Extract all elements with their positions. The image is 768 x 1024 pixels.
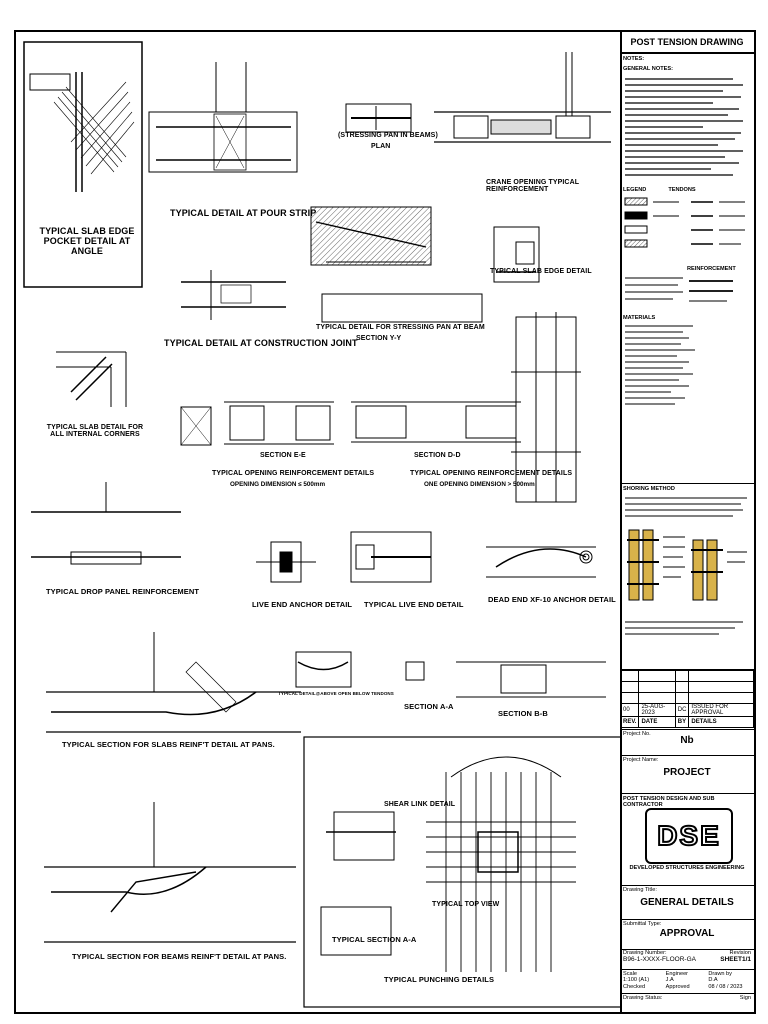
title-beam-pans: TYPICAL SECTION FOR BEAMS REINF'T DETAIL… (72, 952, 287, 961)
rev-desc: ISSUED FOR APPROVAL (688, 703, 754, 717)
drawing-title: GENERAL DETAILS (640, 897, 734, 909)
approved-label: Approved (665, 983, 690, 990)
detail-linework (23, 41, 620, 1008)
company-logo: DSE (645, 808, 733, 864)
reinforcement-lines (625, 276, 733, 302)
tb-drawing-title: Drawing Title: GENERAL DETAILS (620, 886, 754, 920)
title-opening-large: TYPICAL OPENING REINFORCEMENT DETAILS (410, 470, 573, 477)
tb-shoring: SHORING METHOD (620, 484, 754, 670)
drawing-title-label: Drawing Title: (623, 887, 657, 893)
project-no: Nb (680, 735, 694, 747)
tb-heading-cell: POST TENSION DRAWING (620, 32, 754, 54)
title-section-bb: SECTION B-B (498, 709, 548, 718)
rev-hdr-no: REV. (619, 716, 640, 728)
title-section-aa: SECTION A-A (404, 702, 454, 711)
title-stressing-pan-plan: (STRESSING PAN IN BEAMS) (338, 132, 438, 139)
title-tendons-below: TYPICAL DETAIL@ABOVE OPEN BELOW TENDONS (278, 691, 394, 696)
title-live-anchor: LIVE END ANCHOR DETAIL (252, 600, 353, 609)
notes-text-lines (625, 78, 743, 176)
tb-heading: POST TENSION DRAWING (630, 37, 744, 47)
subtitle-opening-large: ONE OPENING DIMENSION > 500mm (424, 481, 535, 488)
title-plan: PLAN (371, 143, 391, 150)
title-block: POST TENSION DRAWING NOTES: GENERAL NOTE… (619, 32, 754, 1012)
project-name-label: Project Name: (623, 757, 659, 763)
drawing-area: TYPICAL SLAB EDGE POCKET DETAIL AT ANGLE… (16, 32, 622, 1012)
title-stressing-pan-beam: TYPICAL DETAIL FOR STRESSING PAN AT BEAM (316, 324, 485, 331)
title-slab-pans: TYPICAL SECTION FOR SLABS REINF'T DETAIL… (62, 740, 275, 749)
title-shear-link: SHEAR LINK DETAIL (384, 801, 456, 808)
revision-label: Revision (729, 950, 751, 956)
project-no-label: Project No. (623, 731, 651, 737)
tb-legend-label: LEGEND (623, 187, 647, 194)
tb-notes-label: NOTES: (623, 56, 645, 62)
title-section-ee: SECTION E-E (260, 452, 306, 459)
rev-hdr-date: DATE (638, 716, 676, 728)
tb-company: POST TENSION DESIGN AND SUB CONTRACTOR D… (620, 794, 754, 886)
title-section-dd: SECTION D-D (414, 452, 461, 459)
title-construction-joint: TYPICAL DETAIL AT CONSTRUCTION JOINT (164, 338, 358, 348)
rev-hdr-desc: DETAILS (688, 716, 754, 728)
company-name: DEVELOPED STRUCTURES ENGINEERING (629, 865, 745, 871)
tb-revisions: 00 25-AUG-2023 DC ISSUED FOR APPROVAL RE… (619, 670, 754, 730)
title-live-end: TYPICAL LIVE END DETAIL (364, 600, 464, 609)
engineer-label: Engineer (665, 971, 689, 977)
status-label: Submittal Type: (623, 921, 662, 927)
legend-symbols (624, 197, 745, 248)
drawing-status-label: Drawing Status: (623, 995, 663, 1001)
drawing-number-label: Drawing Number: (623, 950, 667, 956)
drawing-number: B96-1-XXXX-FLOOR-GA (623, 956, 696, 964)
title-section-yy: SECTION Y-Y (356, 335, 402, 342)
tb-status: Submittal Type: APPROVAL (620, 920, 754, 950)
tb-signoff: Scale Engineer Drawn by 1:100 (A1) J.A D… (620, 970, 754, 994)
submittal-status: APPROVAL (659, 928, 715, 940)
sign-label: Sign (739, 995, 751, 1001)
title-typical-section-aa: TYPICAL SECTION A-A (332, 935, 417, 944)
revision-header-row: REV. DATE BY DETAILS (619, 716, 754, 728)
scale-value: 1:100 (A1) (623, 977, 650, 984)
rev-hdr-by: BY (674, 716, 690, 728)
contractor-label: POST TENSION DESIGN AND SUB CONTRACTOR (623, 796, 715, 809)
subtitle-opening-small: OPENING DIMENSION ≤ 500mm (230, 481, 326, 488)
title-punching: TYPICAL PUNCHING DETAILS (384, 975, 495, 984)
tb-shoring-label: SHORING METHOD (623, 486, 675, 492)
revision-row: 00 25-AUG-2023 DC ISSUED FOR APPROVAL (619, 703, 754, 717)
sheet-number: SHEET1/1 (720, 956, 751, 964)
drawn-value: D.A (708, 977, 718, 984)
logo-text: DSE (656, 819, 721, 852)
tb-drawing-number: Drawing Number: Revision B96-1-XXXX-FLOO… (620, 950, 754, 970)
rev-no: 00 (619, 703, 640, 717)
checked-label: Checked (623, 983, 646, 990)
tb-drawing-status: Drawing Status: Sign (620, 994, 754, 1012)
tb-project-no: Project No. Nb (620, 730, 754, 756)
tb-reinforcement-label: REINFORCEMENT (687, 266, 736, 273)
rev-date: 25-AUG-2023 (638, 703, 676, 717)
title-pour-strip: TYPICAL DETAIL AT POUR STRIP (170, 208, 317, 218)
project-name: PROJECT (663, 767, 711, 779)
revision-table: 00 25-AUG-2023 DC ISSUED FOR APPROVAL RE… (619, 670, 754, 728)
title-drop-panel: TYPICAL DROP PANEL REINFORCEMENT (46, 587, 200, 596)
date-value: 08 / 08 / 2023 (708, 983, 743, 990)
title-slab-edge-pocket: TYPICAL SLAB EDGE POCKET DETAIL AT ANGLE (39, 226, 135, 256)
tb-materials-label: MATERIALS (623, 314, 656, 321)
title-internal-corners: TYPICAL SLAB DETAIL FOR ALL INTERNAL COR… (46, 424, 144, 438)
engineer-value: J.A (665, 977, 674, 984)
drawn-label: Drawn by (708, 971, 732, 977)
tb-general-notes-label: GENERAL NOTES: (623, 66, 673, 73)
tb-project-name: Project Name: PROJECT (620, 756, 754, 794)
materials-lines (625, 325, 695, 405)
title-slab-edge: TYPICAL SLAB EDGE DETAIL (490, 268, 592, 275)
rev-by: DC (674, 703, 690, 717)
title-opening-small: TYPICAL OPENING REINFORCEMENT DETAILS (212, 470, 375, 477)
shoring-diagram (625, 497, 747, 635)
title-crane-opening: CRANE OPENING TYPICAL REINFORCEMENT (486, 179, 579, 193)
drawing-sheet: TYPICAL SLAB EDGE POCKET DETAIL AT ANGLE… (14, 30, 756, 1014)
title-typical-top-view: TYPICAL TOP VIEW (432, 901, 500, 908)
scale-label: Scale (623, 971, 637, 977)
tb-notes: NOTES: GENERAL NOTES: LEGEND TENDONS (620, 54, 754, 484)
tb-tendons-label: TENDONS (668, 187, 696, 194)
title-dead-end: DEAD END XF-10 ANCHOR DETAIL (488, 595, 616, 604)
